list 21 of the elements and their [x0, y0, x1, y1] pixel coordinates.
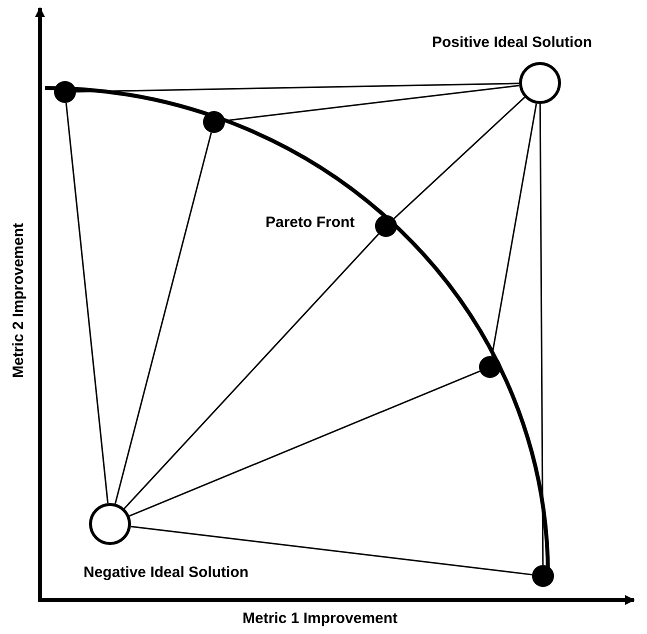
curve-label: Pareto Front [266, 214, 355, 230]
connector-line [65, 102, 109, 504]
node-label: Negative Ideal Solution [84, 564, 249, 580]
connector-line [124, 234, 380, 510]
connector-line [491, 104, 538, 356]
axis-title: Metric 2 Improvement [10, 222, 27, 378]
pareto-point [203, 111, 225, 133]
axis-title: Metric 1 Improvement [242, 610, 398, 626]
connector-line [394, 96, 526, 220]
pareto-point [479, 356, 501, 378]
connector-line [76, 82, 520, 93]
ideal-solution-circle [89, 503, 131, 545]
pareto-point [54, 81, 76, 103]
connector-line [539, 104, 544, 565]
connector-line [114, 132, 212, 504]
pareto-point [532, 565, 554, 587]
pareto-point [375, 215, 397, 237]
connector-line [129, 370, 480, 517]
ideal-solution-circle [519, 62, 561, 104]
node-label: Positive Ideal Solution [432, 34, 592, 50]
connector-line [130, 526, 532, 576]
